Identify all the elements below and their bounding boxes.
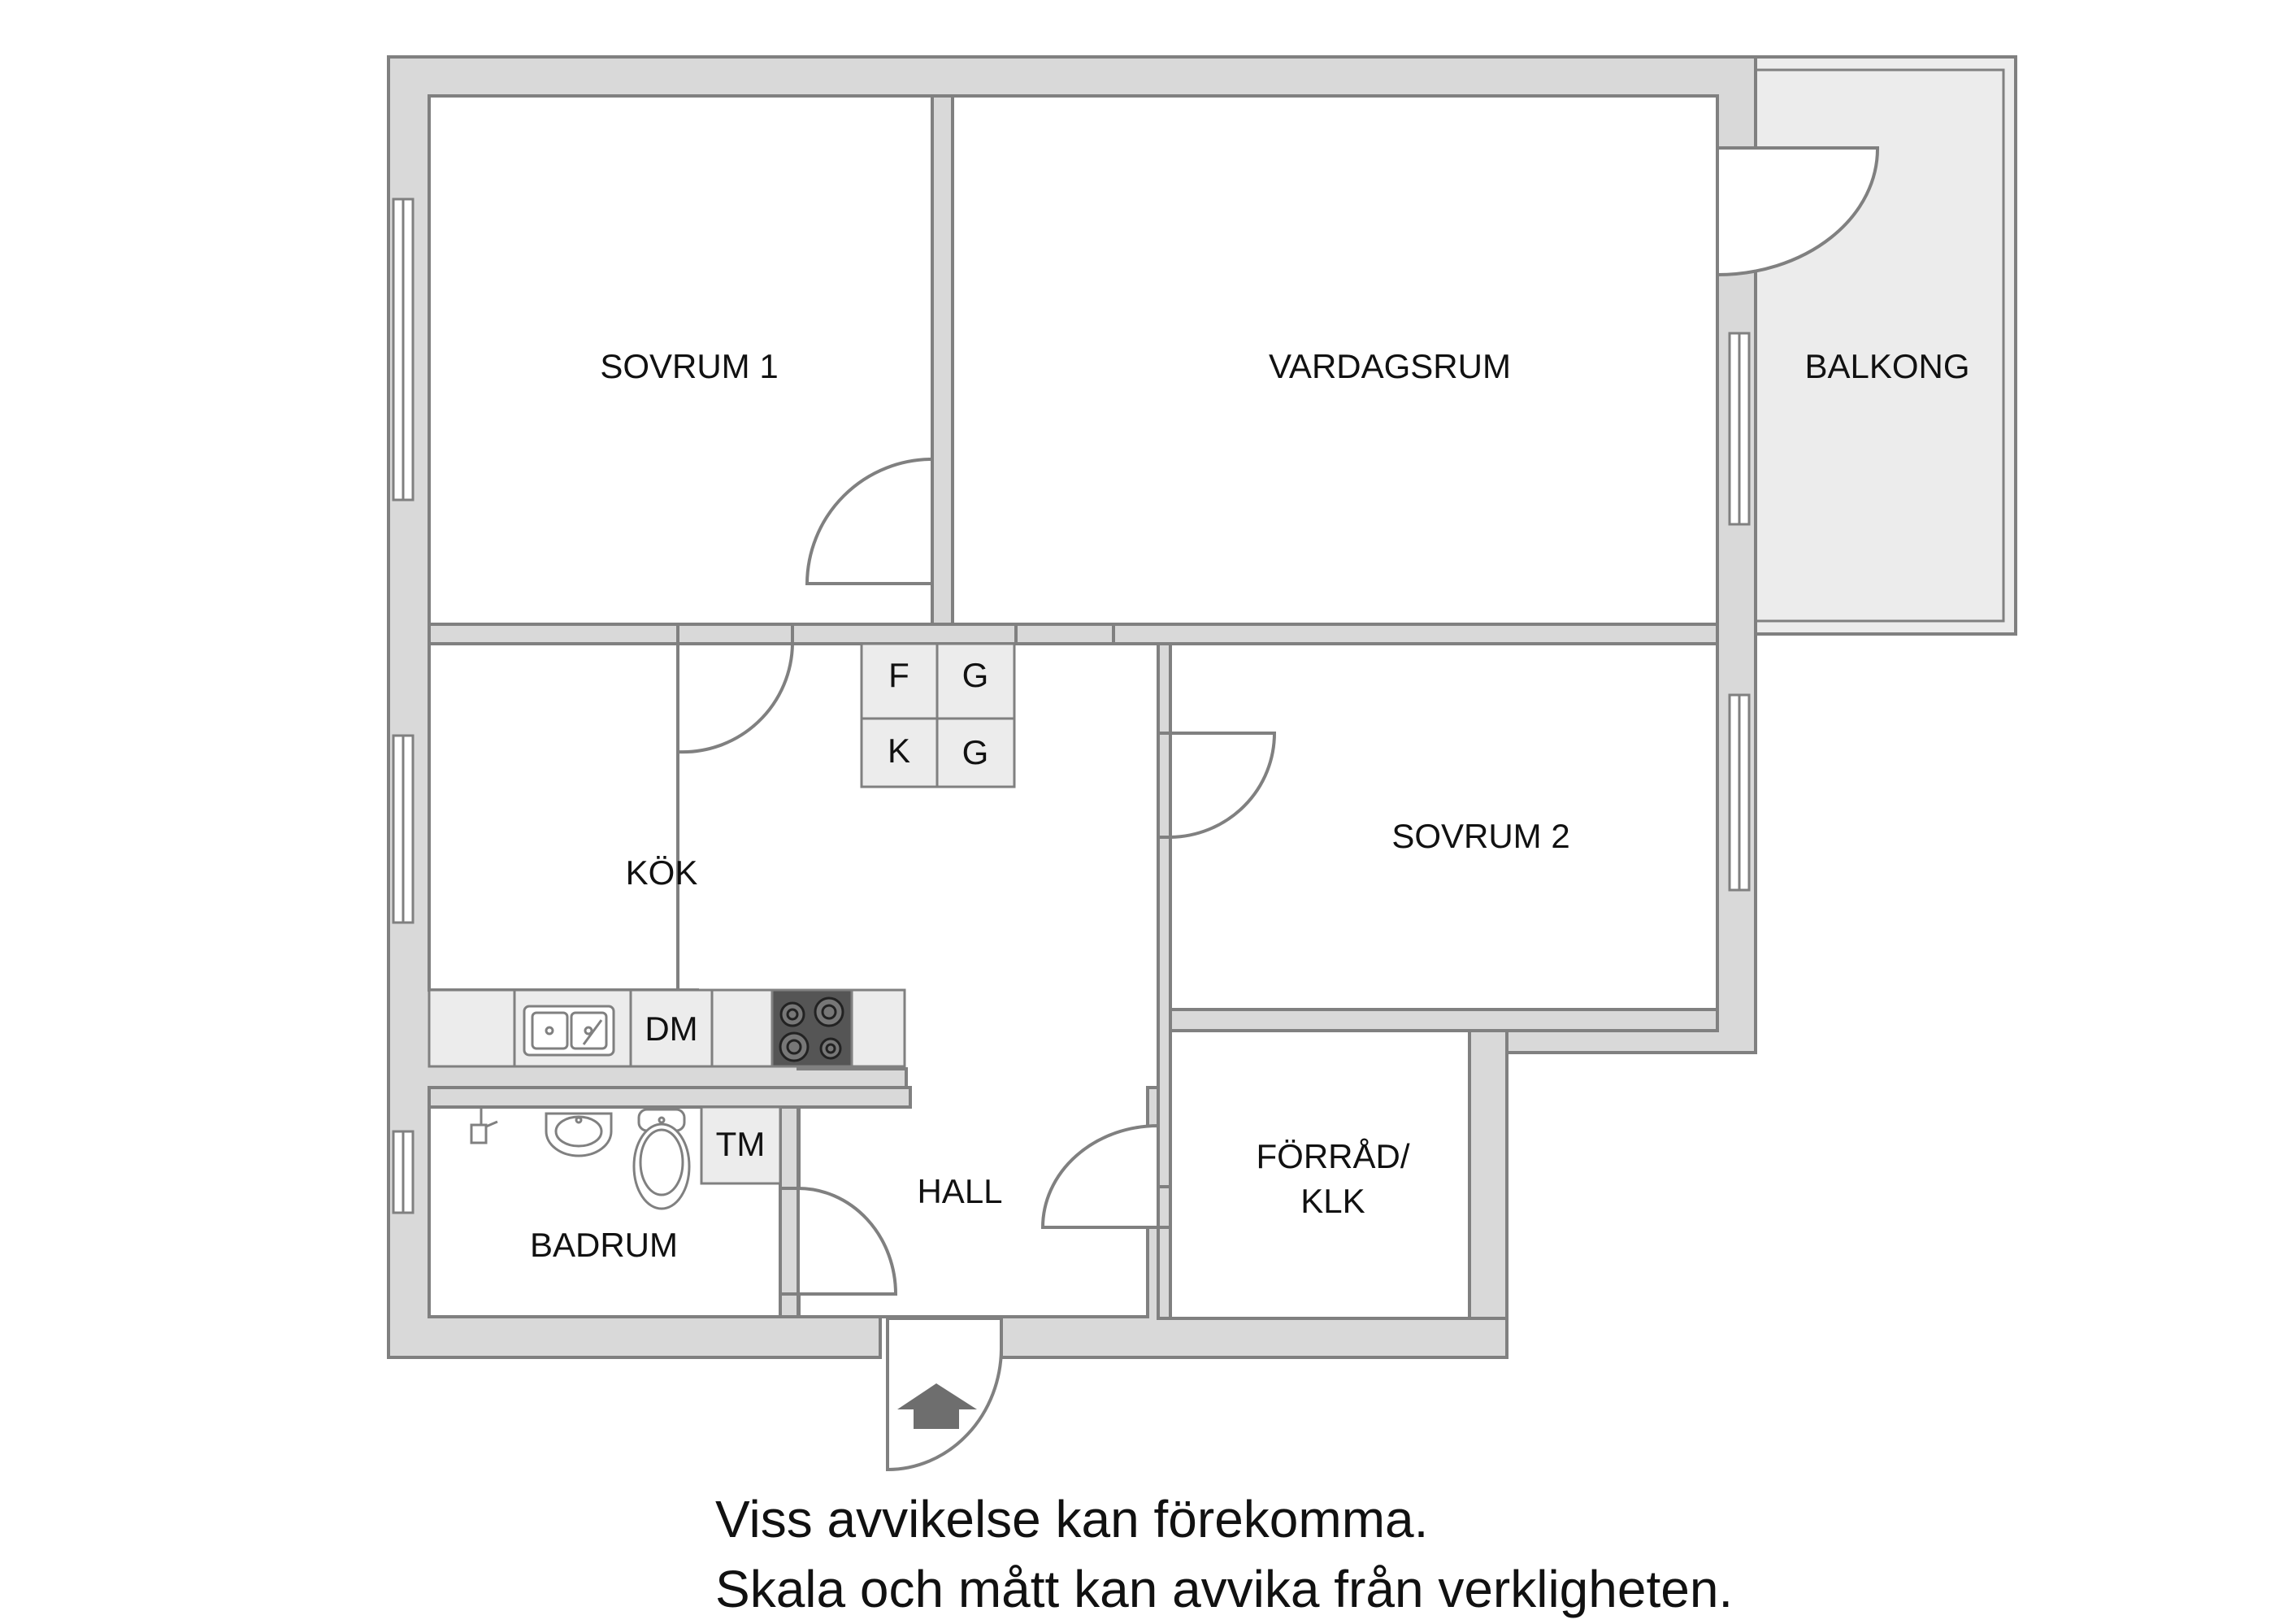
windows (392, 198, 1751, 1214)
room-label-vardagsrum: VARDAGSRUM (1269, 347, 1511, 385)
toilet-icon (632, 1108, 691, 1210)
bathroom-fixtures (470, 1105, 782, 1210)
label-k: K (888, 732, 910, 770)
door-kok (676, 642, 795, 754)
door-forrad (1040, 1123, 1160, 1229)
door-balcony (1716, 146, 1880, 277)
label-washing-machine: TM (716, 1125, 766, 1163)
stove-burners (779, 997, 844, 1062)
disclaimer: Viss avvikelse kan förekomma. Skala och … (715, 1484, 1733, 1624)
room-label-forrad: FÖRRÅD/ (1257, 1137, 1410, 1175)
shower-icon (470, 1107, 498, 1144)
label-g1: G (962, 656, 989, 694)
storage-units (860, 642, 1016, 788)
label-dishwasher: DM (645, 1010, 697, 1048)
label-fridge: F (888, 656, 909, 694)
door-swings (676, 146, 1880, 1472)
label-g2: G (962, 733, 989, 771)
entrance-arrow-icon (897, 1383, 977, 1429)
room-label-kok: KÖK (626, 853, 698, 892)
room-label-hall: HALL (917, 1172, 1002, 1210)
washbasin-icon (545, 1112, 613, 1157)
room-label-badrum: BADRUM (530, 1226, 678, 1264)
room-label-klk: KLK (1300, 1182, 1365, 1220)
disclaimer-line1: Viss avvikelse kan förekomma. (715, 1490, 1429, 1548)
balcony (1754, 55, 2017, 636)
room-label-sovrum2: SOVRUM 2 (1391, 817, 1569, 855)
door-sovrum2 (1169, 732, 1277, 840)
room-label-sovrum1: SOVRUM 1 (600, 347, 778, 385)
disclaimer-line2: Skala och mått kan avvika från verklighe… (715, 1560, 1734, 1618)
interior-walls (428, 94, 1719, 1320)
kitchen-counter (428, 988, 906, 1068)
sink-icon (523, 1005, 615, 1057)
room-label-balkong: BALKONG (1804, 347, 1969, 385)
door-sovrum1 (805, 457, 934, 585)
door-badrum (797, 1186, 898, 1296)
